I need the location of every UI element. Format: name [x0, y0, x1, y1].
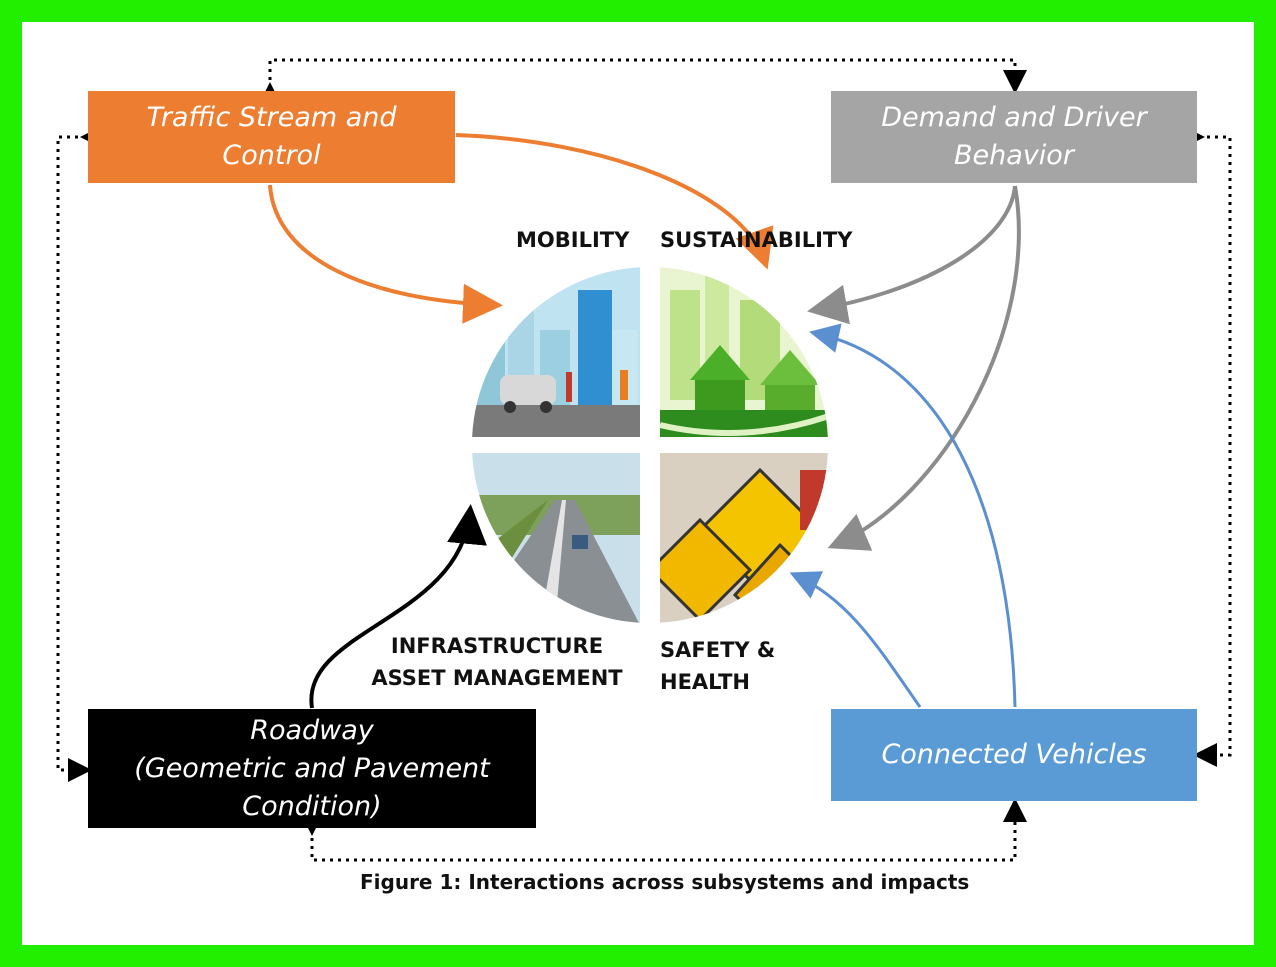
roadway-line1: Roadway: [250, 714, 374, 746]
dotted-right-link: [1181, 125, 1232, 767]
traffic-line2: Control: [222, 140, 321, 171]
infrastructure-line1: INFRASTRUCTURE: [390, 634, 604, 658]
connected-vehicles-box: Connected Vehicles: [831, 709, 1197, 801]
demand-line2: Behavior: [954, 140, 1074, 171]
impact-circle: [472, 267, 828, 623]
arrow-demand-to-safety: [827, 185, 1021, 551]
demand-line1: Demand and Driver: [881, 102, 1147, 133]
traffic-line1: Traffic Stream and: [146, 102, 397, 133]
dotted-top-link: [258, 58, 1027, 106]
dotted-bottom-link: [300, 798, 1027, 862]
roadway-box: Roadway (Geometric and Pavement Conditio…: [88, 709, 536, 828]
arrow-connected-to-safety: [789, 571, 922, 708]
arrow-traffic-to-sustainability: [455, 133, 774, 270]
infrastructure-label: INFRASTRUCTURE ASSET MANAGEMENT: [352, 630, 642, 694]
infrastructure-image: [472, 453, 640, 623]
arrow-traffic-to-mobility: [268, 184, 503, 324]
demand-driver-box: Demand and Driver Behavior: [831, 91, 1197, 183]
traffic-stream-box: Traffic Stream and Control: [88, 91, 455, 183]
infrastructure-line2: ASSET MANAGEMENT: [371, 666, 623, 690]
mobility-image: [472, 267, 640, 437]
sustainability-label: SUSTAINABILITY: [660, 228, 853, 252]
mobility-label: MOBILITY: [516, 228, 630, 252]
roadway-line3: Condition): [242, 790, 382, 822]
figure-caption: Figure 1: Interactions across subsystems…: [360, 870, 970, 894]
safety-image: [647, 453, 828, 623]
safety-label: SAFETY & HEALTH: [660, 634, 775, 698]
arrow-roadway-to-infrastructure: [309, 504, 487, 709]
dotted-left-link: [56, 125, 104, 782]
connected-line1: Connected Vehicles: [881, 739, 1147, 770]
safety-line2: HEALTH: [660, 670, 750, 694]
arrow-connected-to-sustainability: [809, 323, 1017, 708]
safety-line1: SAFETY &: [660, 638, 776, 662]
arrow-demand-to-sustainability: [807, 185, 1017, 325]
sustainability-image: [659, 267, 828, 437]
roadway-line2: (Geometric and Pavement: [134, 752, 490, 784]
